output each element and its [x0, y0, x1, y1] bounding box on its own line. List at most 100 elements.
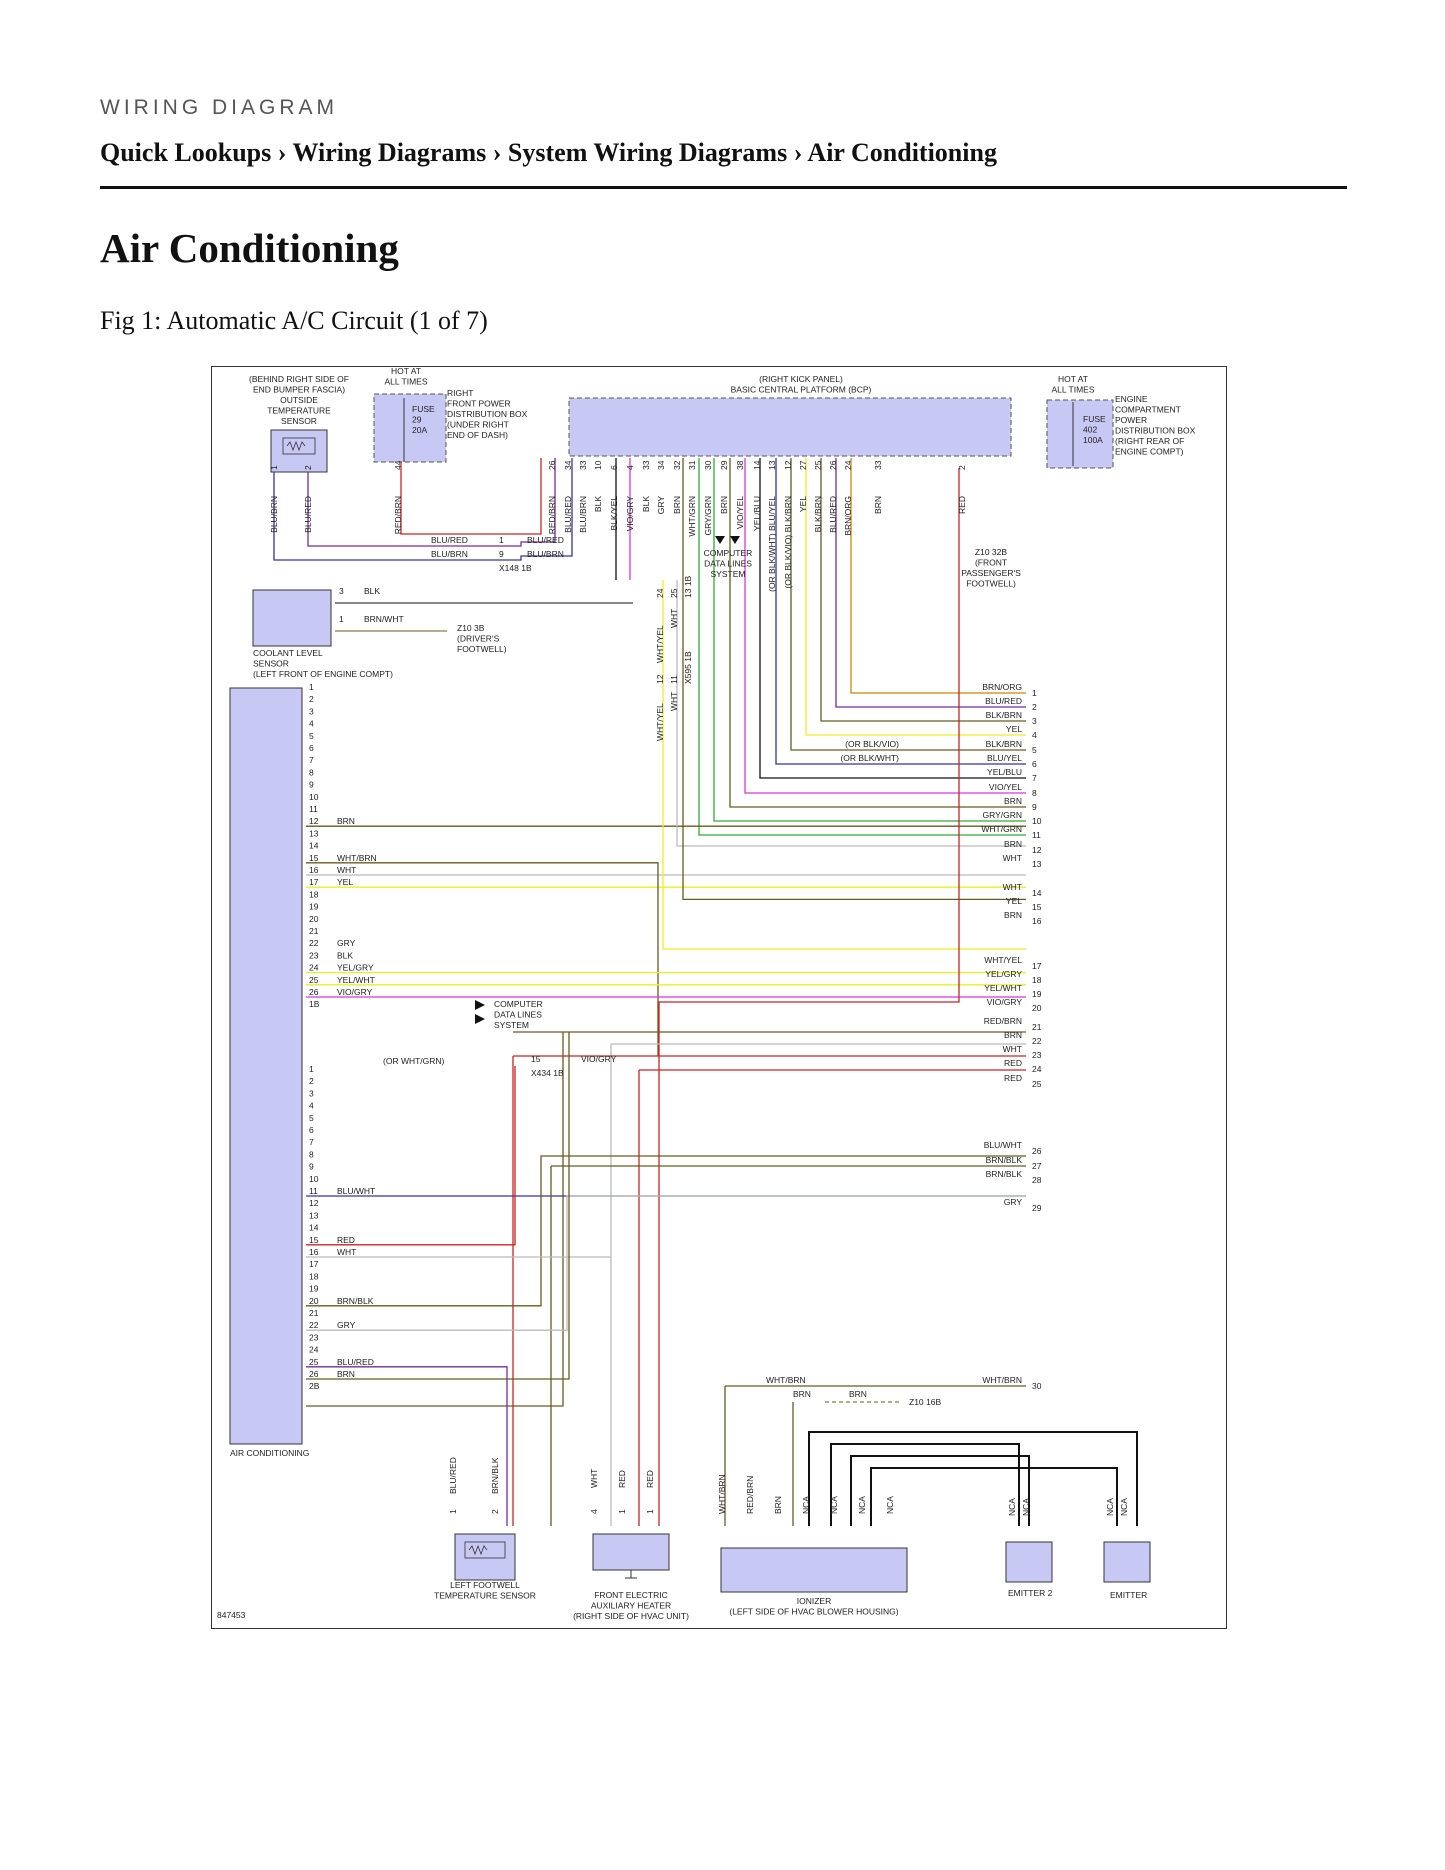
x148-connector: BLU/RED BLU/BRN 1 9 BLU/RED BLU/BRN X148…: [431, 535, 564, 573]
right-row-number: 13: [1032, 859, 1042, 869]
top-pin-number: 26: [547, 460, 557, 470]
top-pin-wire-label: VIO/GRY: [625, 496, 635, 532]
wire-wht-yel: [662, 580, 1026, 950]
right-wire-label: VIO/YEL: [989, 782, 1022, 792]
breadcrumb-item-quick-lookups[interactable]: Quick Lookups: [100, 138, 272, 167]
wire-blu-red-sensor: [306, 1366, 508, 1526]
breadcrumb-item-air-conditioning[interactable]: Air Conditioning: [807, 138, 997, 167]
x595-label-top: 13 1B: [683, 575, 693, 598]
right-row-number: 21: [1032, 1022, 1042, 1032]
top-pin-number: 2: [303, 465, 313, 470]
top-pin-wire-label: (OR BLK/WHT) BLU/YEL: [767, 496, 777, 592]
ac-pin-wire-label: YEL: [337, 877, 353, 887]
right-row-number: 24: [1032, 1064, 1042, 1074]
wht-brn-ground-label: WHT/BRN: [766, 1375, 806, 1385]
coolant-blk-label: BLK: [364, 586, 380, 596]
top-pin-wire-label: BRN: [719, 496, 729, 514]
ac-pin-number: 13: [309, 828, 319, 838]
ac-pin-number: 2: [309, 694, 314, 704]
top-pin-number: 34: [563, 460, 573, 470]
ac-pin-wire-label: GRY: [337, 938, 356, 948]
x148-blu-brn-left: BLU/BRN: [431, 549, 468, 559]
top-pin-wire-label: BLK: [641, 496, 651, 512]
top-pin-wire-label: RED/BRN: [547, 496, 557, 534]
x595-connector: 24 25 13 1B WHT/YEL WHT 12 11 X595 1B WH…: [655, 575, 693, 741]
right-row-number: 5: [1032, 745, 1037, 755]
top-pin-wire-label: BLU/RED: [563, 496, 573, 533]
right-wire-label: YEL: [1006, 724, 1022, 734]
svg-text:1: 1: [645, 1509, 655, 1514]
top-pin-wire-label: VIO/YEL: [735, 496, 745, 529]
svg-text:11: 11: [669, 675, 679, 684]
wire-bcp-right-1: [850, 458, 1026, 694]
ac-pin-number: 19: [309, 902, 319, 912]
top-pin-wire-label: BRN: [873, 496, 883, 514]
air-conditioning-module: AIR CONDITIONING: [229, 687, 309, 1458]
x595-label: X595 1B: [683, 651, 693, 684]
ac-connector-2b: 2B: [309, 1381, 320, 1391]
right-wire-label: RED/BRN: [984, 1016, 1022, 1026]
top-pin-number: 25: [813, 460, 823, 470]
right-wire-label: YEL: [1006, 896, 1022, 906]
x148-blu-red-left: BLU/RED: [431, 535, 468, 545]
right-wire-label: BLK/BRN: [986, 739, 1022, 749]
right-row-number: 25: [1032, 1079, 1042, 1089]
right-row-number: 16: [1032, 916, 1042, 926]
ac-pin-wire-label: WHT: [337, 1247, 356, 1257]
top-pin-wire-label: BRN: [672, 496, 682, 514]
right-wire-label: GRY/GRN: [982, 810, 1022, 820]
right-row-number: 6: [1032, 759, 1037, 769]
ac-pin-wire-label: WHT: [337, 865, 356, 875]
ac-pin-number: 14: [309, 841, 319, 851]
brn-ground-label-1: BRN: [793, 1389, 811, 1399]
ac-pin-number: 15: [309, 1235, 319, 1245]
ac-pin-number: 22: [309, 938, 319, 948]
breadcrumb-item-wiring-diagrams[interactable]: Wiring Diagrams: [292, 138, 487, 167]
top-pin-number: 26: [828, 460, 838, 470]
ac-module-pins: 1234567891011121314151617181920212223242…: [309, 682, 377, 1391]
top-pin-wire-label: WHT/GRN: [687, 496, 697, 537]
top-pin-number: 44: [393, 460, 403, 470]
ac-pin-wire-label: BLK: [337, 950, 353, 960]
nca-e2-2: NCA: [1021, 1498, 1031, 1516]
breadcrumb: Quick Lookups › Wiring Diagrams › System…: [100, 138, 997, 168]
ac-pin-wire-label: BRN: [337, 1369, 355, 1379]
right-row-number: 4: [1032, 730, 1037, 740]
wire-bcp-right-3: [820, 458, 1026, 722]
ac-pin-number: 14: [309, 1223, 319, 1233]
brn-ground-label-2: BRN: [849, 1389, 867, 1399]
top-pin-wire-label: BLK: [593, 496, 603, 512]
figure-caption: Fig 1: Automatic A/C Circuit (1 of 7): [100, 306, 488, 335]
top-pin-number: 13: [767, 460, 777, 470]
right-wire-label: BRN/ORG: [982, 682, 1022, 692]
z10-16b-label: Z10 16B: [909, 1397, 941, 1407]
ac-pin-wire-label: BLU/WHT: [337, 1186, 375, 1196]
section-kicker: WIRING DIAGRAM: [100, 96, 338, 119]
wire-brn-18: [682, 458, 1026, 901]
ac-pin-number: 10: [309, 1174, 319, 1184]
svg-text:9: 9: [499, 549, 504, 559]
ac-pin-number: 8: [309, 767, 314, 777]
blu-red-vertical: BLU/RED: [448, 1457, 458, 1494]
wht-yel-vertical-2: WHT/YEL: [655, 703, 665, 741]
ac-pin-number: 23: [309, 950, 319, 960]
wire-wht-brn-15: [306, 862, 659, 1056]
right-wire-label: RED: [1004, 1058, 1022, 1068]
ac-pin-wire-label: YEL/GRY: [337, 963, 374, 973]
svg-text:1: 1: [339, 614, 344, 624]
top-pin-number: 2: [957, 465, 967, 470]
nca-e1-2: NCA: [1119, 1498, 1129, 1516]
top-pin-wire-label: BLU/BRN: [269, 496, 279, 533]
right-wire-label: GRY: [1004, 1197, 1023, 1207]
ac-pin-number: 7: [309, 755, 314, 765]
ac-pin-number: 25: [309, 975, 319, 985]
svg-text:24: 24: [655, 588, 665, 598]
ac-pin-number: 16: [309, 865, 319, 875]
breadcrumb-item-system-wiring-diagrams[interactable]: System Wiring Diagrams: [507, 138, 788, 167]
x434-vio-gry-label: VIO/GRY: [581, 1054, 617, 1064]
top-pin-number: 6: [609, 465, 619, 470]
